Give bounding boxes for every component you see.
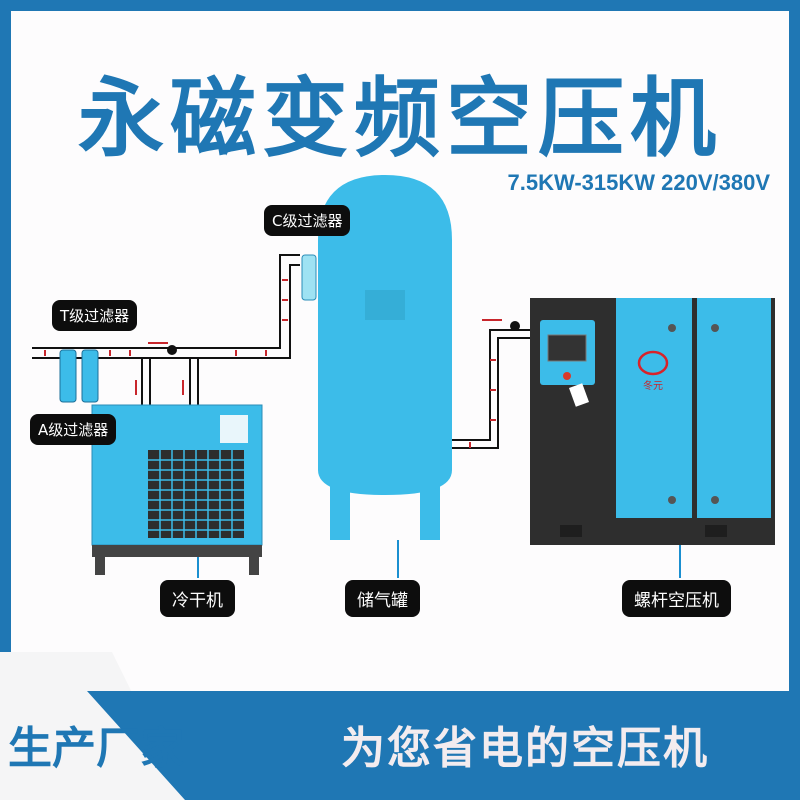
maker-panel xyxy=(0,652,185,800)
valve-icon xyxy=(510,321,520,331)
frame-border-left xyxy=(0,0,11,660)
spec-text: 7.5KW-315KW 220V/380V xyxy=(507,170,770,195)
air-tank xyxy=(318,175,452,540)
frame-border-top xyxy=(0,0,800,11)
label-compressor: 螺杆空压机 xyxy=(622,580,731,617)
slogan-text: 为您省电的空压机 xyxy=(341,723,709,774)
maker-text: 生产厂家 xyxy=(8,723,184,774)
label-a-filter: A级过滤器 xyxy=(30,414,117,445)
c-filter xyxy=(301,254,317,301)
valve-icon xyxy=(167,345,177,355)
label-t-filter: T级过滤器 xyxy=(52,300,138,331)
label-tank: 储气罐 xyxy=(345,580,420,617)
label-dryer: 冷干机 xyxy=(160,580,235,617)
footer-band xyxy=(87,691,800,800)
refrigerated-dryer xyxy=(91,404,263,575)
pipe-markers xyxy=(44,279,502,448)
t-a-filters xyxy=(59,349,99,403)
frame-border-right xyxy=(789,0,800,700)
screw-compressor xyxy=(530,298,775,545)
page-title: 永磁变频空压机 xyxy=(78,69,722,169)
label-c-filter: C级过滤器 xyxy=(264,205,351,236)
pipes xyxy=(32,254,530,449)
compressor-brand-text: 冬元 xyxy=(643,381,663,392)
